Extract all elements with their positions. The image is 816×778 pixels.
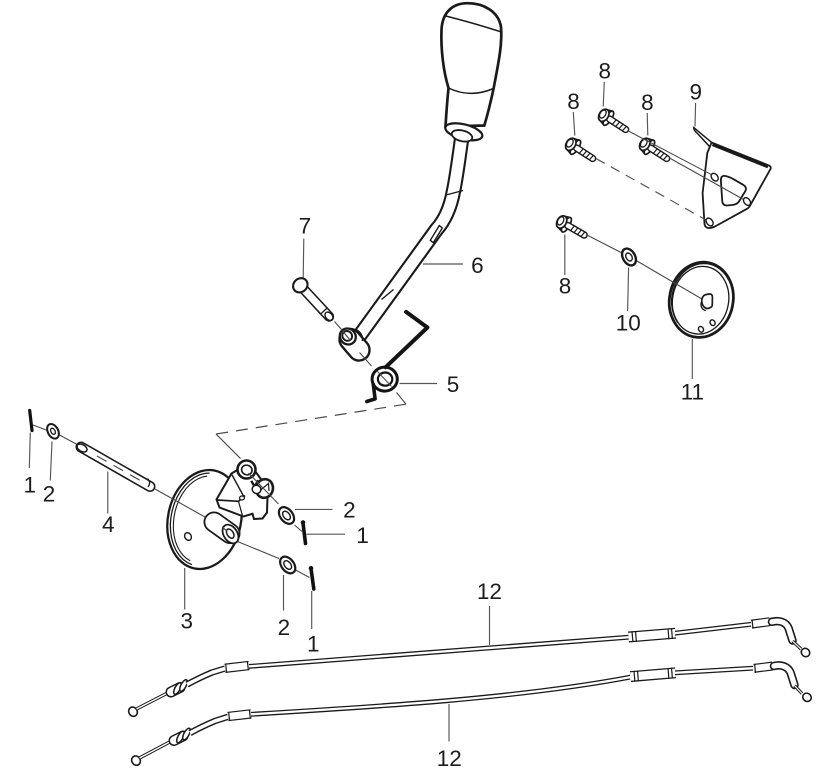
svg-text:12: 12 (437, 746, 462, 771)
svg-text:8: 8 (559, 274, 572, 299)
svg-text:2: 2 (343, 498, 356, 523)
svg-text:2: 2 (43, 482, 56, 507)
svg-text:1: 1 (23, 472, 36, 497)
svg-text:8: 8 (567, 89, 580, 114)
svg-text:3: 3 (181, 609, 194, 634)
svg-text:8: 8 (641, 90, 654, 115)
svg-text:1: 1 (307, 631, 320, 656)
svg-text:4: 4 (102, 512, 115, 537)
svg-text:6: 6 (471, 253, 484, 278)
svg-text:10: 10 (616, 311, 641, 336)
svg-text:1: 1 (356, 523, 369, 548)
svg-text:12: 12 (477, 579, 502, 604)
svg-text:8: 8 (598, 59, 611, 84)
svg-text:7: 7 (299, 214, 312, 239)
svg-text:9: 9 (690, 80, 703, 105)
svg-text:11: 11 (681, 379, 704, 404)
svg-text:5: 5 (447, 372, 460, 397)
svg-text:2: 2 (278, 615, 291, 640)
